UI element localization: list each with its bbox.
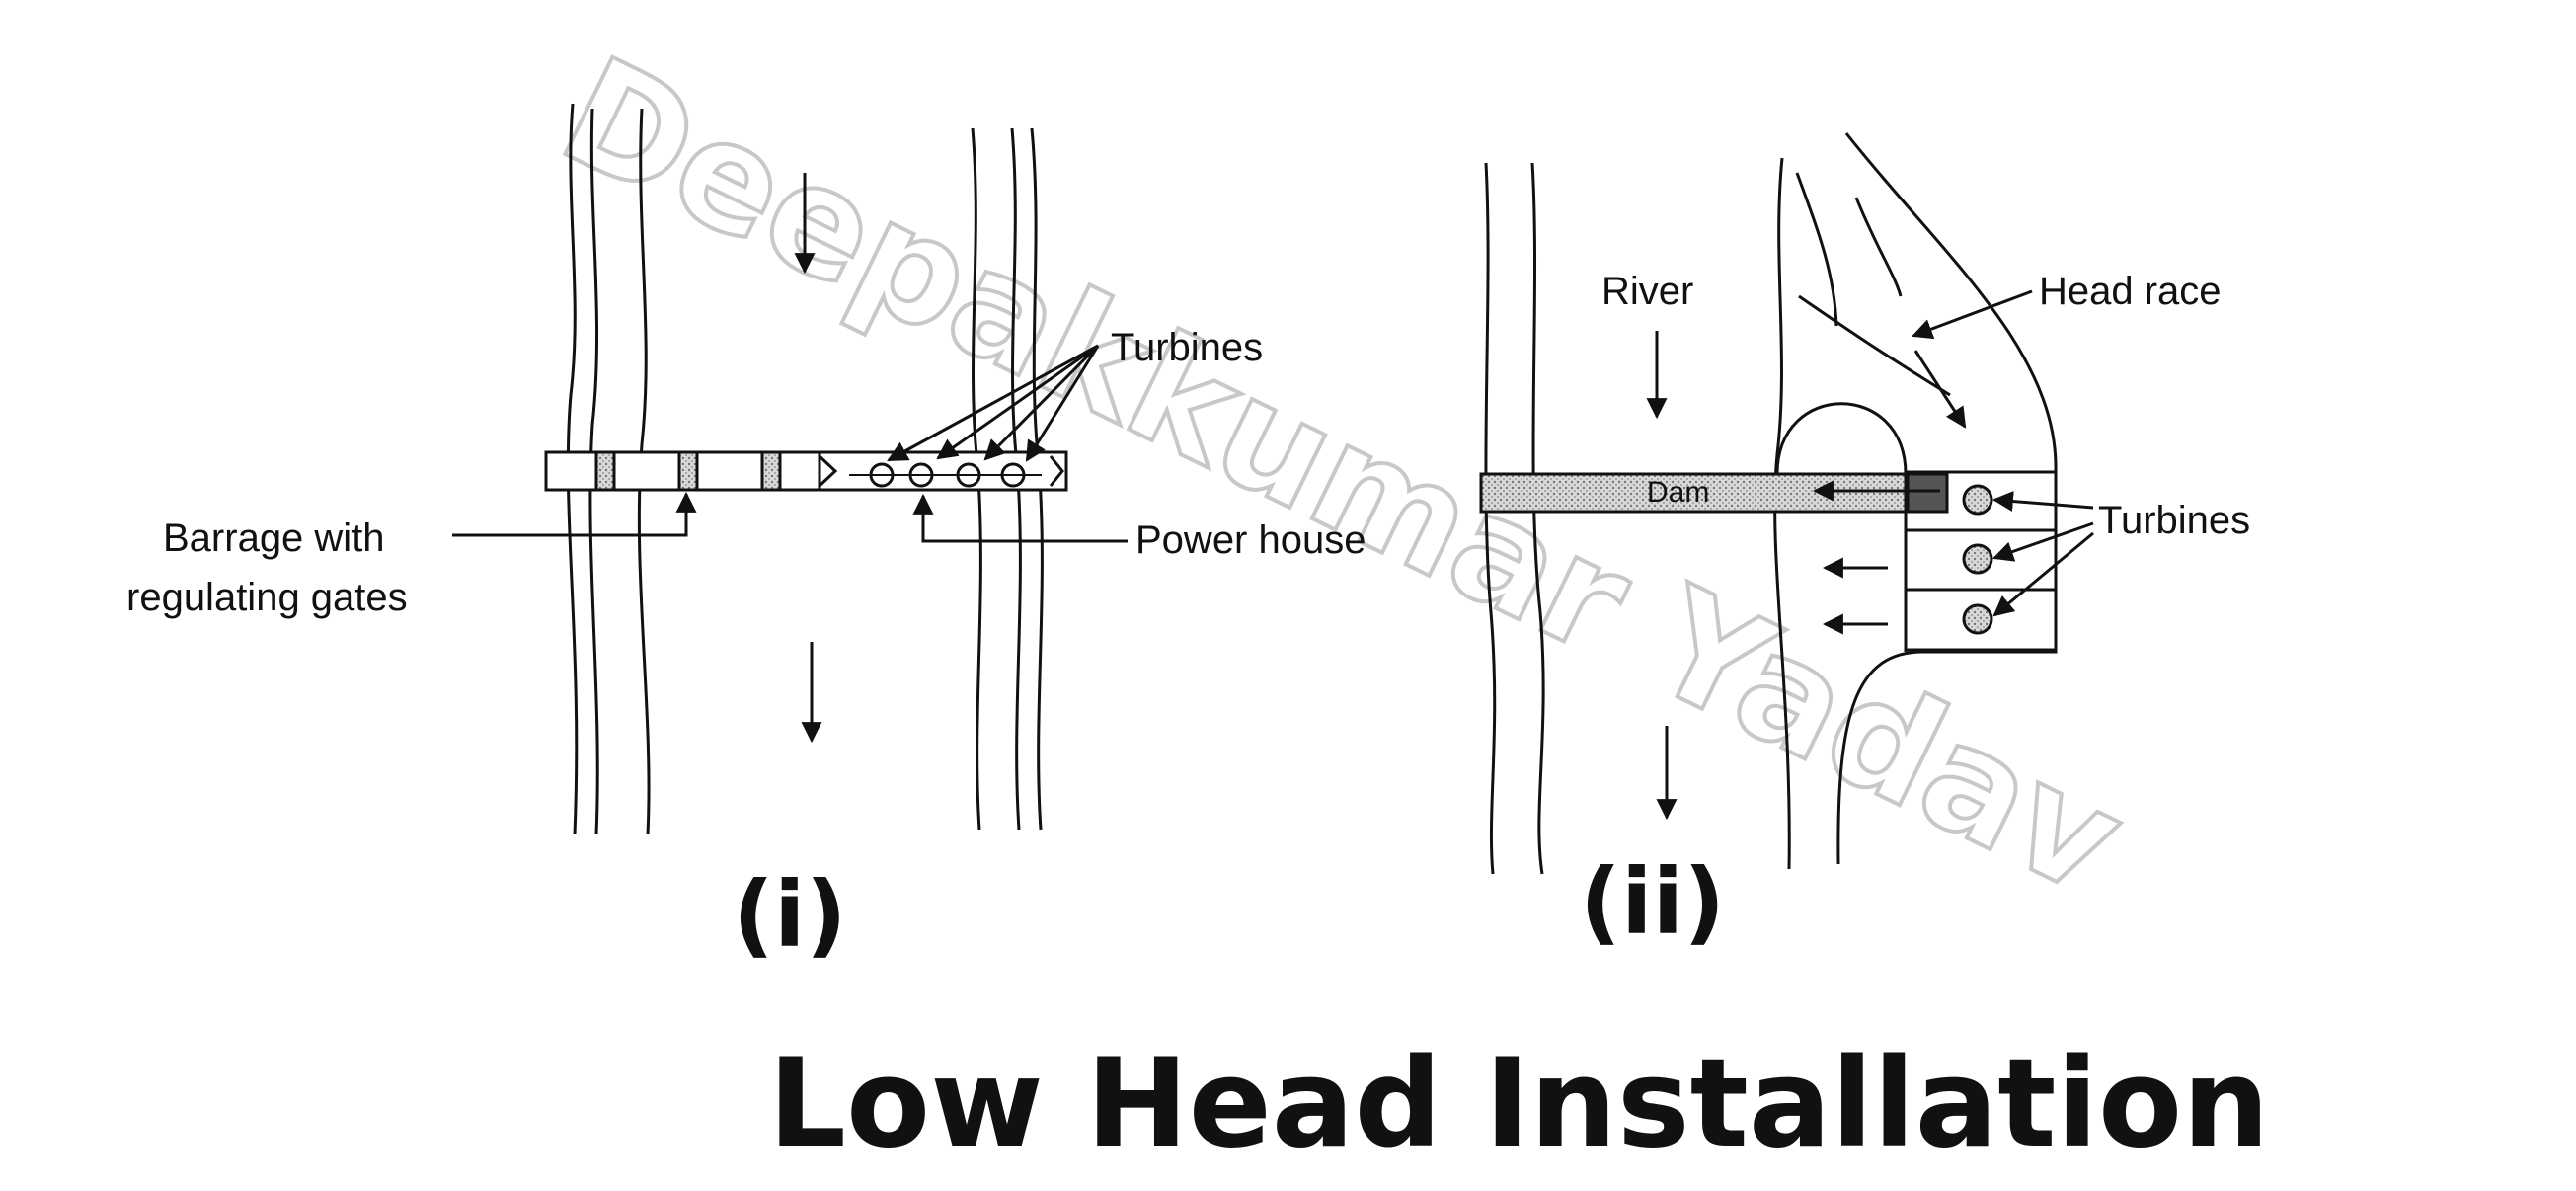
dam-gate: [1906, 472, 1949, 514]
dam: [1479, 472, 1949, 514]
label-dam: Dam: [1647, 476, 1709, 509]
left-bank-line-3: [637, 108, 651, 835]
label-turbines-i: Turbines: [1111, 326, 1263, 369]
label-power-house: Power house: [1135, 518, 1366, 562]
label-barrage-line-2: regulating gates: [126, 576, 408, 619]
barrage-leader: [452, 491, 697, 537]
label-river: River: [1601, 270, 1693, 313]
diagram-ii: [1479, 132, 2094, 875]
intake-dome: [1775, 402, 1908, 475]
turbine-ii-leader-3: [1992, 531, 2094, 617]
turbine-ii-2: [1962, 543, 1993, 575]
label-barrage-line-1: Barrage with: [163, 516, 385, 560]
river-left-bank-2: [1530, 162, 1545, 875]
label-turbines-ii: Turbines: [2098, 499, 2250, 542]
page-title: Low Head Installation: [768, 1033, 2270, 1175]
head-race-wall: [1836, 132, 2058, 865]
river-left-bank-1: [1484, 162, 1497, 875]
regulating-gate-1: [594, 450, 616, 492]
caption-i: (i): [733, 862, 847, 968]
turbine-ii-leader-1: [1991, 491, 2094, 512]
head-race-flow-lines: [1795, 172, 1951, 397]
power-house-leader: [912, 493, 1128, 543]
turbine-leader-1: [887, 344, 1099, 462]
left-bank-line-2: [588, 108, 599, 835]
label-head-race: Head race: [2039, 270, 2222, 313]
diagram-ii-labels: River Head race Dam Turbines (ii): [1580, 270, 2250, 955]
turbine-leader-4: [1025, 345, 1100, 462]
caption-ii: (ii): [1580, 849, 1725, 955]
diagram-i: [452, 103, 1128, 835]
regulating-gate-2: [677, 450, 699, 492]
turbine-leader-2: [936, 344, 1099, 460]
left-bank-line-1: [566, 103, 579, 835]
regulating-gate-3: [760, 450, 782, 492]
turbine-ii-leader-2: [1992, 521, 2094, 562]
turbine-ii-3: [1962, 603, 1993, 635]
head-race-leader: [1912, 289, 2033, 340]
turbine-leader-3: [983, 344, 1100, 461]
turbine-ii-1: [1962, 484, 1993, 516]
head-race-flow-arrow: [1913, 350, 1967, 429]
diagram-i-labels: Turbines Barrage with regulating gates P…: [126, 326, 1366, 968]
